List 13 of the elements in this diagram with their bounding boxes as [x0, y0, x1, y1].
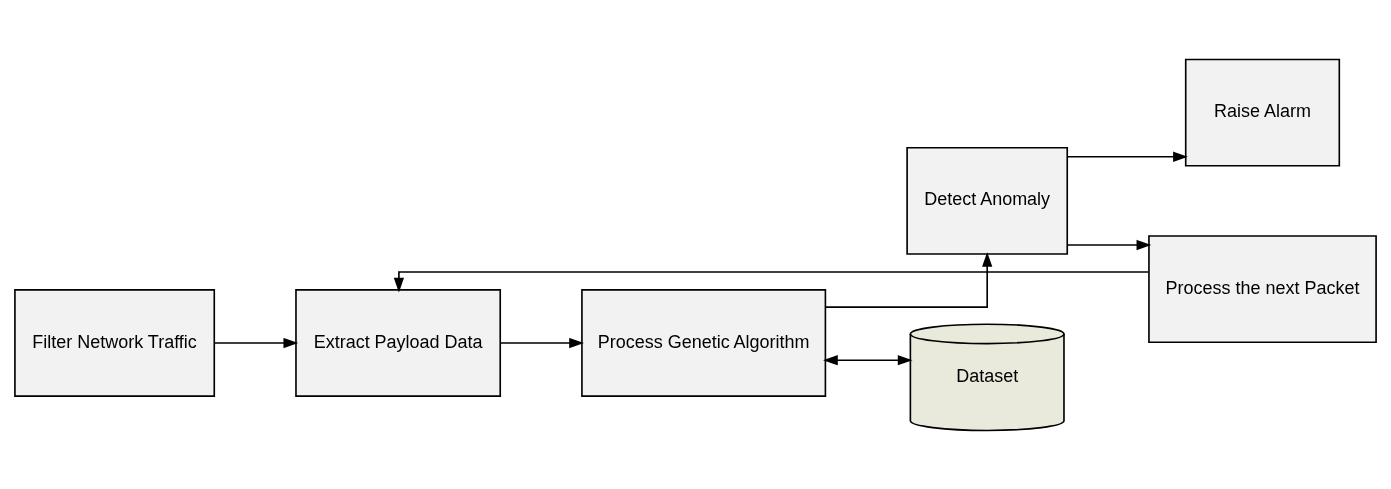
node-box: Process Genetic Algorithm: [581, 288, 827, 397]
node-box: Filter Network Traffic: [14, 288, 216, 397]
node-box: Process the next Packet: [1148, 234, 1377, 343]
node-box: Raise Alarm: [1184, 58, 1341, 167]
arrow: [1066, 239, 1152, 250]
arrow: [393, 270, 1150, 292]
node-box: Extract Payload Data: [295, 288, 502, 397]
arrow: [1066, 151, 1188, 162]
node-box: Detect Anomaly: [906, 146, 1069, 255]
arrow: [823, 354, 913, 365]
arrow: [213, 337, 299, 348]
arrow: [824, 251, 993, 308]
arrow: [499, 337, 584, 348]
